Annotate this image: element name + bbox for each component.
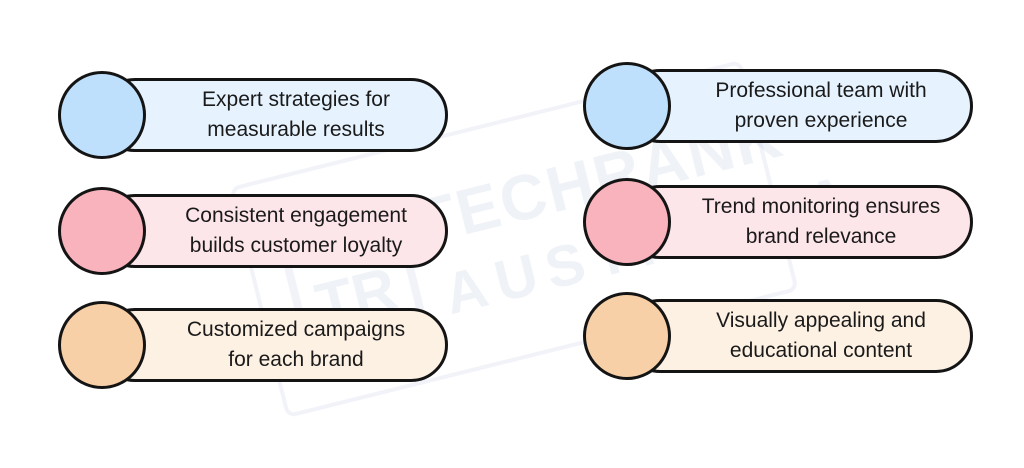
feature-text: Expert strategies for measurable results <box>202 85 390 145</box>
feature-circle-icon <box>58 187 146 275</box>
feature-text: Professional team with proven experience <box>715 76 926 136</box>
feature-text: Visually appealing and educational conte… <box>716 306 926 366</box>
feature-circle-icon <box>583 62 671 150</box>
feature-text-line2: for each brand <box>228 348 364 371</box>
feature-text-line2: measurable results <box>207 118 385 141</box>
feature-card-left-3: Customized campaigns for each brand <box>58 301 454 389</box>
feature-circle-icon <box>58 301 146 389</box>
feature-card-left-2: Consistent engagement builds customer lo… <box>58 187 454 275</box>
feature-circle-icon <box>583 292 671 380</box>
feature-pill: Expert strategies for measurable results <box>98 78 448 152</box>
feature-pill: Customized campaigns for each brand <box>98 308 448 382</box>
feature-circle-icon <box>58 71 146 159</box>
feature-text-line1: Expert strategies for <box>202 88 390 111</box>
feature-text-line2: proven experience <box>734 109 908 132</box>
feature-circle-icon <box>583 178 671 266</box>
feature-text-line2: builds customer loyalty <box>189 234 403 257</box>
feature-text-line2: brand relevance <box>745 225 897 248</box>
feature-card-right-1: Professional team with proven experience <box>583 62 979 150</box>
feature-pill: Professional team with proven experience <box>623 69 973 143</box>
feature-text-line1: Visually appealing and <box>716 309 926 332</box>
feature-pill: Trend monitoring ensures brand relevance <box>623 185 973 259</box>
feature-text-line1: Trend monitoring ensures <box>701 195 941 218</box>
feature-text: Trend monitoring ensures brand relevance <box>702 192 941 252</box>
feature-card-left-1: Expert strategies for measurable results <box>58 71 454 159</box>
feature-card-right-3: Visually appealing and educational conte… <box>583 292 979 380</box>
feature-text: Customized campaigns for each brand <box>187 315 405 375</box>
feature-text-line2: educational content <box>729 339 913 362</box>
feature-text: Consistent engagement builds customer lo… <box>185 201 407 261</box>
feature-text-line1: Consistent engagement <box>185 204 407 227</box>
feature-text-line1: Professional team with <box>715 79 927 102</box>
feature-pill: Visually appealing and educational conte… <box>623 299 973 373</box>
feature-text-line1: Customized campaigns <box>186 318 406 341</box>
feature-pill: Consistent engagement builds customer lo… <box>98 194 448 268</box>
feature-card-right-2: Trend monitoring ensures brand relevance <box>583 178 979 266</box>
